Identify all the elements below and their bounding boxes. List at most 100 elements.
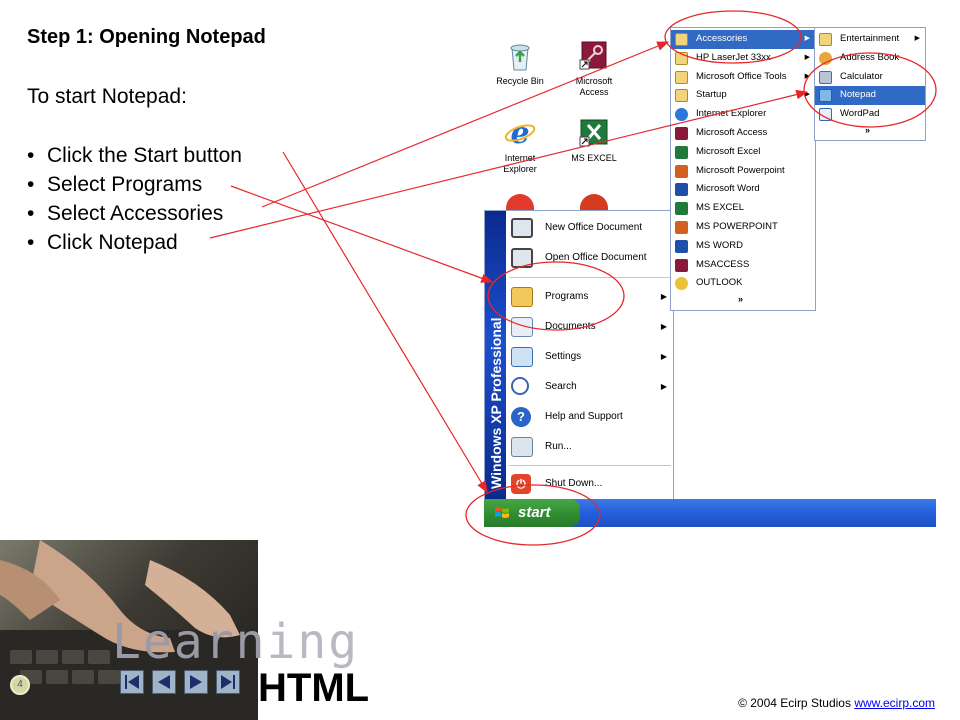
- key-icon: [675, 258, 688, 272]
- copyright-footer: © 2004 Ecirp Studios www.ecirp.com: [738, 696, 935, 710]
- programs-item-ms-word[interactable]: MS WORD: [671, 237, 815, 256]
- recycle-bin-icon: [504, 40, 536, 72]
- step-item: Select Programs: [27, 170, 242, 199]
- start-menu-item-settings[interactable]: Settings ▶: [507, 343, 673, 371]
- desktop-icon-recycle-bin[interactable]: Recycle Bin: [483, 40, 557, 87]
- word-icon: [675, 239, 688, 253]
- expand-chevron-icon[interactable]: »: [738, 294, 744, 304]
- slide-title: Step 1: Opening Notepad: [27, 26, 266, 48]
- start-menu-item-documents[interactable]: Documents ▶: [507, 313, 673, 341]
- last-slide-button[interactable]: [216, 670, 240, 694]
- programs-item-microsoft-access[interactable]: Microsoft Access: [671, 124, 815, 143]
- programs-item-ms-powerpoint[interactable]: MS POWERPOINT: [671, 218, 815, 237]
- step-item: Click Notepad: [27, 228, 242, 257]
- start-menu: Windows XP Professional New Office Docum…: [484, 210, 674, 500]
- start-menu-item-open-office-document[interactable]: Open Office Document: [507, 244, 673, 272]
- submenu-arrow-icon: ▶: [804, 35, 810, 42]
- submenu-arrow-icon: ▶: [660, 382, 667, 391]
- start-menu-item-programs[interactable]: Programs ▶: [507, 283, 673, 311]
- start-menu-item-new-office-document[interactable]: New Office Document: [507, 214, 673, 242]
- submenu-arrow-icon: ▶: [660, 322, 667, 331]
- settings-icon: [511, 347, 533, 367]
- accessories-item-notepad[interactable]: Notepad: [815, 86, 925, 106]
- excel-icon: [675, 145, 688, 159]
- office-document-icon: [511, 248, 533, 268]
- office-document-icon: [511, 218, 533, 238]
- accessories-item-wordpad[interactable]: WordPad: [815, 105, 925, 124]
- arrow-programs: [230, 185, 494, 283]
- key-icon: [675, 127, 688, 140]
- expand-chevron-icon[interactable]: »: [865, 125, 871, 135]
- programs-menu: Accessories ▶ HP LaserJet 33xx ▶ Microso…: [670, 27, 816, 311]
- previous-slide-button[interactable]: [152, 670, 176, 694]
- programs-item-microsoft-excel[interactable]: Microsoft Excel: [671, 143, 815, 162]
- programs-item-startup[interactable]: Startup ▶: [671, 86, 815, 105]
- accessories-menu: Entertainment ▶ Address Book Calculator …: [814, 27, 926, 141]
- folder-icon: [675, 89, 688, 103]
- menu-separator: [509, 277, 671, 278]
- folder-icon: [675, 70, 688, 84]
- last-icon: [221, 675, 235, 689]
- submenu-arrow-icon: ▶: [660, 352, 667, 361]
- wordpad-icon: [819, 108, 832, 122]
- accessories-item-address-book[interactable]: Address Book: [815, 49, 925, 68]
- first-slide-button[interactable]: [120, 670, 144, 694]
- start-menu-item-help-and-support[interactable]: ? Help and Support: [507, 403, 673, 431]
- powerpoint-icon: [675, 164, 688, 178]
- programs-item-microsoft-powerpoint[interactable]: Microsoft Powerpoint: [671, 162, 815, 181]
- folder-icon: [675, 51, 688, 65]
- next-slide-button[interactable]: [184, 670, 208, 694]
- programs-item-internet-explorer[interactable]: Internet Explorer: [671, 105, 815, 124]
- submenu-arrow-icon: ▶: [804, 72, 810, 80]
- submenu-arrow-icon: ▶: [804, 91, 810, 99]
- programs-item-accessories[interactable]: Accessories ▶: [671, 30, 815, 49]
- folder-icon: [675, 33, 688, 46]
- step-item: Click the Start button: [27, 141, 242, 170]
- start-menu-item-run[interactable]: Run...: [507, 433, 673, 461]
- word-icon: [675, 183, 688, 197]
- windows-xp-band: Windows XP Professional: [485, 211, 506, 499]
- accessories-item-entertainment[interactable]: Entertainment ▶: [815, 30, 925, 49]
- desktop-icon-internet-explorer[interactable]: e Internet Explorer: [503, 116, 537, 174]
- programs-item-msaccess[interactable]: MSACCESS: [671, 256, 815, 275]
- programs-item-office-tools[interactable]: Microsoft Office Tools ▶: [671, 68, 815, 87]
- programs-item-microsoft-word[interactable]: Microsoft Word: [671, 180, 815, 199]
- search-icon: [511, 377, 529, 395]
- start-menu-item-shut-down[interactable]: ⏻ Shut Down...: [507, 470, 673, 498]
- previous-icon: [158, 675, 170, 689]
- internet-explorer-icon: [675, 108, 688, 122]
- website-link[interactable]: www.ecirp.com: [854, 696, 935, 710]
- accessories-item-calculator[interactable]: Calculator: [815, 68, 925, 87]
- notepad-icon: [819, 89, 832, 103]
- arrow-start: [282, 151, 488, 494]
- step-item: Select Accessories: [27, 199, 242, 228]
- start-button[interactable]: start: [484, 499, 580, 527]
- intro-text: To start Notepad:: [27, 85, 187, 108]
- media-player-icon: [506, 194, 534, 210]
- excel-icon: [675, 202, 688, 216]
- programs-icon: [511, 287, 533, 307]
- programs-item-outlook[interactable]: OUTLOOK: [671, 274, 815, 293]
- internet-explorer-icon: e: [504, 116, 536, 151]
- menu-separator: [509, 465, 671, 466]
- html-logo-text: HTML: [258, 666, 370, 710]
- acrobat-icon: [580, 194, 608, 210]
- steps-list: Click the Start button Select Programs S…: [27, 141, 242, 257]
- programs-item-hp-laserjet[interactable]: HP LaserJet 33xx ▶: [671, 49, 815, 68]
- documents-icon: [511, 317, 533, 337]
- next-icon: [190, 675, 202, 689]
- desktop-icon-ms-excel[interactable]: MS EXCEL: [557, 117, 631, 164]
- submenu-arrow-icon: ▶: [914, 35, 920, 42]
- key-icon: [578, 40, 610, 72]
- outlook-icon: [675, 277, 688, 291]
- desktop-icon-ms-access[interactable]: Microsoft Access: [557, 40, 631, 98]
- start-menu-item-search[interactable]: Search ▶: [507, 373, 673, 401]
- powerpoint-icon: [675, 221, 688, 234]
- power-icon: ⏻: [511, 474, 531, 494]
- learning-logo-text: Learning: [112, 614, 360, 670]
- page-number: 4: [10, 675, 30, 695]
- programs-item-ms-excel[interactable]: MS EXCEL: [671, 199, 815, 218]
- windows-flag-icon: [495, 507, 509, 518]
- run-icon: [511, 437, 533, 457]
- excel-icon: [578, 117, 610, 149]
